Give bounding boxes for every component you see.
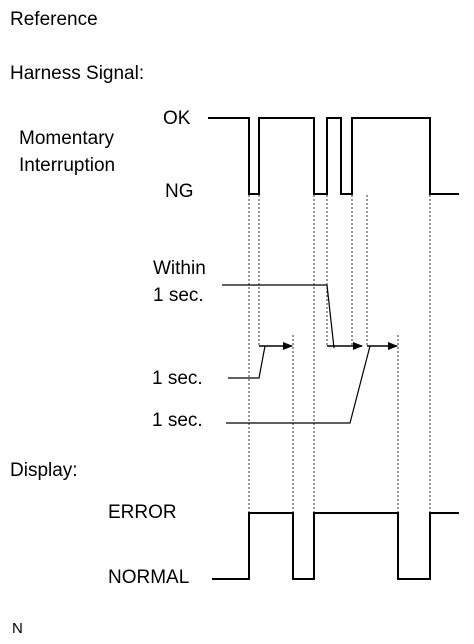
display-waveform [212, 512, 459, 580]
within-label-line2: 1 sec. [153, 285, 204, 306]
signal-level-ok: OK [163, 108, 191, 129]
within-label-line1: Within [153, 258, 206, 279]
one-sec-label-a: 1 sec. [152, 368, 203, 389]
harness-signal-waveform [208, 117, 459, 195]
guide-lines [248, 195, 431, 578]
harness-signal-heading: Harness Signal: [10, 63, 145, 84]
signal-label-line1: Momentary [19, 128, 115, 149]
signal-level-ng: NG [165, 181, 194, 202]
reference-title: Reference [10, 9, 98, 30]
one-sec-leader-b [226, 345, 371, 424]
display-level-error: ERROR [108, 502, 177, 523]
within-leader-line [222, 284, 335, 349]
display-heading: Display: [10, 460, 78, 481]
display-level-normal: NORMAL [108, 567, 190, 588]
one-sec-label-b: 1 sec. [152, 410, 203, 431]
signal-label-line2: Interruption [19, 155, 116, 176]
figure-code: N [12, 620, 23, 637]
one-sec-leader-a [228, 345, 266, 379]
